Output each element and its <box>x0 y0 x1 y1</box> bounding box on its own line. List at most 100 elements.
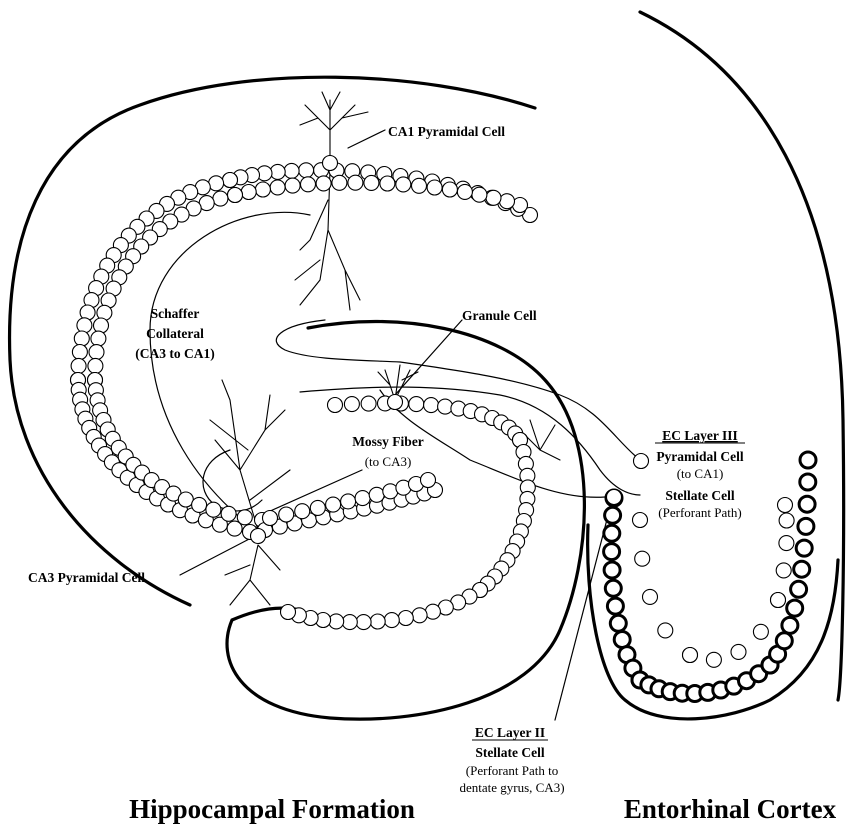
soma-cell <box>323 156 338 171</box>
ec3-pyramidal-label: Pyramidal Cell <box>656 449 744 464</box>
ec-layer2-cell <box>607 598 623 614</box>
ca-pyramidal-inner-cell <box>213 191 228 206</box>
soma-cell <box>388 395 403 410</box>
ca-pyramidal-cell <box>209 176 224 191</box>
ec2-heading: EC Layer II <box>475 725 545 740</box>
ec-layer3-cell <box>778 498 793 513</box>
ec-layer2-cell <box>610 615 626 631</box>
ca-pyramidal-inner-cell <box>178 492 193 507</box>
ca3-leader <box>180 536 255 575</box>
ec-layer2-cell <box>776 633 792 649</box>
ec-layer2-cell <box>605 580 621 596</box>
ca-pyramidal-inner-cell <box>241 185 256 200</box>
ca3-arm-2-cell <box>279 507 294 522</box>
ec-layer2-cell <box>782 617 798 633</box>
ec-layer3-cell <box>658 623 673 638</box>
ec3-stellate-note: (Perforant Path) <box>658 505 741 520</box>
ca-pyramidal-inner-cell <box>500 194 515 209</box>
dentate-granule-cell <box>425 604 440 619</box>
ca-pyramidal-cell <box>77 318 92 333</box>
ca-pyramidal-inner-cell <box>427 180 442 195</box>
ca3-dendrites <box>210 380 290 605</box>
entorhinal-outer-outline <box>640 12 844 700</box>
mossy-fiber-label: Mossy Fiber <box>352 434 424 449</box>
ec-layer3-cell <box>633 513 648 528</box>
ca-pyramidal-inner-cell <box>316 176 331 191</box>
granule-cell-label: Granule Cell <box>462 308 537 323</box>
ec-layer3-cell <box>771 593 786 608</box>
ca3-arm-2-cell <box>355 491 370 506</box>
dentate-granule-cell <box>356 615 371 630</box>
ec-layer3-cell <box>776 563 791 578</box>
ca3-arm-2-cell <box>263 511 278 526</box>
dentate-granule-cell <box>361 396 376 411</box>
ec-layer2-cell <box>604 525 620 541</box>
ec-layer3-cell <box>779 536 794 551</box>
ca-pyramidal-inner-cell <box>91 331 106 346</box>
ca-pyramidal-cell <box>299 163 314 178</box>
dentate-granule-cell <box>438 399 453 414</box>
ca-pyramidal-inner-cell <box>94 318 109 333</box>
ec3-pyramidal-note: (to CA1) <box>677 466 724 481</box>
soma-cell <box>607 490 622 505</box>
dentate-granule-cell <box>370 614 385 629</box>
ca-pyramidal-inner-cell <box>255 182 270 197</box>
ec-layer2-cell <box>614 632 630 648</box>
ca3-arm-2-cell <box>421 473 436 488</box>
ec-layer2-cell <box>791 581 807 597</box>
ca-pyramidal-inner-cell <box>228 188 243 203</box>
dentate-granule-cell <box>384 613 399 628</box>
hippocampal-formation-title: Hippocampal Formation <box>129 794 415 824</box>
dentate-granule-cell <box>412 608 427 623</box>
ec-layer2-cell <box>800 452 816 468</box>
ca-pyramidal-inner-cell <box>332 175 347 190</box>
ec-layer3-cell <box>753 624 768 639</box>
soma-cell <box>634 454 649 469</box>
ca3-arm-2-cell <box>326 497 341 512</box>
ca-pyramidal-inner-cell <box>206 502 221 517</box>
ec-layer2-cell <box>794 561 810 577</box>
ca-pyramidal-inner-cell <box>192 497 207 512</box>
entorhinal-cortex-title: Entorhinal Cortex <box>624 794 837 824</box>
ca-pyramidal-inner-cell <box>270 180 285 195</box>
ca-pyramidal-inner-cell <box>442 182 457 197</box>
ca1-leader <box>348 130 385 148</box>
ca-pyramidal-inner-cell <box>348 175 363 190</box>
ca-pyramidal-inner-cell <box>237 510 252 525</box>
ec-layer3-cell <box>635 551 650 566</box>
ca-pyramidal-cell <box>284 163 299 178</box>
ca-pyramidal-inner-cell <box>301 177 316 192</box>
ca-pyramidal-inner-cell <box>380 176 395 191</box>
ec-layer2-cell <box>800 474 816 490</box>
ec-layer2-cell <box>605 507 621 523</box>
schaffer-label-2: Collateral <box>146 326 204 341</box>
ca-pyramidal-inner-cell <box>412 178 427 193</box>
dentate-granule-cell <box>344 397 359 412</box>
ca1-dendrites <box>295 92 368 310</box>
ca-pyramidal-inner-cell <box>364 175 379 190</box>
ca-pyramidal-cell <box>270 164 285 179</box>
ca-pyramidal-inner-cell <box>472 187 487 202</box>
ec-layer2-cell <box>798 518 814 534</box>
ec-layer2-cell <box>787 600 803 616</box>
ec2-note-1: (Perforant Path to <box>466 763 558 778</box>
ec-layer3-cell <box>731 644 746 659</box>
ca-pyramidal-cell <box>71 358 86 373</box>
ca-pyramidal-inner-cell <box>396 177 411 192</box>
soma-cell <box>251 529 266 544</box>
ec-layer3-cell <box>779 513 794 528</box>
ca-pyramidal-inner-cell <box>221 506 236 521</box>
mossy-fiber-note: (to CA3) <box>365 454 412 469</box>
ca3-arm-2-cell <box>341 494 356 509</box>
ec-layer2-cell <box>796 540 812 556</box>
ec2-note-2: dentate gyrus, CA3) <box>459 780 564 795</box>
ca3-arm-2-cell <box>310 500 325 515</box>
ca-pyramidal-cell <box>72 345 87 360</box>
ca-pyramidal-cell <box>74 331 89 346</box>
ec-layer3-cell <box>706 652 721 667</box>
ec3-heading: EC Layer III <box>662 428 738 443</box>
schaffer-label-3: (CA3 to CA1) <box>135 346 214 361</box>
ec3-stellate-label: Stellate Cell <box>665 488 735 503</box>
dentate-granule-cell <box>398 611 413 626</box>
ca-pyramidal-inner-cell <box>89 345 104 360</box>
